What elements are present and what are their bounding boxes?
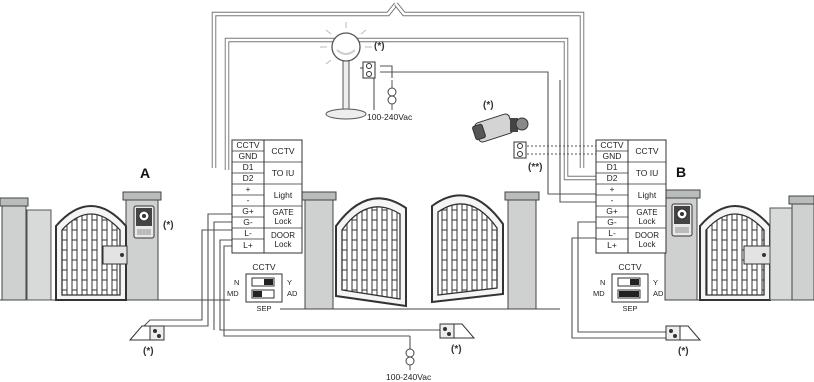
dip-n-a: N bbox=[234, 278, 239, 287]
dip-y-b: Y bbox=[653, 278, 658, 287]
row-lplus-a: L+ bbox=[243, 240, 253, 250]
row-lminus-b: L- bbox=[608, 228, 616, 238]
wiring bbox=[130, 2, 666, 350]
row-lines-b bbox=[596, 150, 666, 240]
supply-label-bottom: 100-240Vac bbox=[386, 372, 432, 382]
terminal-block-a: CCTV GND D1 D2 + - G+ G- L- L+ CCTV TO I… bbox=[231, 139, 303, 254]
row-gminus-b: G- bbox=[607, 217, 617, 227]
dip-title-b: CCTV bbox=[618, 262, 641, 272]
row-minus-b: - bbox=[611, 195, 614, 205]
note-lock-b: (*) bbox=[678, 346, 689, 357]
dip-y-a: Y bbox=[287, 278, 292, 287]
row-gminus-a: G- bbox=[243, 217, 253, 227]
row-gplus-a: G+ bbox=[242, 206, 254, 216]
transformer-bottom-icon bbox=[405, 348, 415, 370]
dip-ad-a: AD bbox=[287, 289, 298, 298]
row-lminus-a: L- bbox=[244, 228, 252, 238]
row-gplus-b: G+ bbox=[606, 206, 618, 216]
group-cctv-b: CCTV bbox=[635, 146, 658, 156]
group-door-lock-b-wrap: DOOR Lock bbox=[635, 231, 659, 249]
gate-center bbox=[301, 191, 540, 310]
note-lock-a: (*) bbox=[143, 346, 154, 357]
row-plus-a: + bbox=[246, 184, 251, 194]
group-door-lock-a-wrap: DOOR Lock bbox=[271, 231, 295, 249]
outdoor-panel-a-icon bbox=[133, 205, 155, 239]
transformer-top-icon bbox=[387, 80, 397, 110]
dip-switch-a: CCTV N MD Y AD SEP bbox=[227, 262, 298, 313]
note-camera-cable: (**) bbox=[528, 162, 542, 173]
group-light-b: Light bbox=[638, 190, 657, 200]
row-cctv-b: CCTV bbox=[600, 140, 623, 150]
lock-a-icon bbox=[128, 325, 165, 341]
row-minus-a: - bbox=[247, 195, 250, 205]
row-d1-a: D1 bbox=[243, 162, 254, 172]
row-d2-a: D2 bbox=[243, 173, 254, 183]
row-d2-b: D2 bbox=[607, 173, 618, 183]
note-panel-a: (*) bbox=[163, 220, 174, 231]
group-gate-lock-a-wrap: GATE Lock bbox=[272, 208, 294, 226]
terminal-block-b: CCTV GND D1 D2 + - G+ G- L- L+ CCTV TO I… bbox=[595, 139, 667, 254]
row-gnd-b: GND bbox=[603, 151, 622, 161]
gate-a bbox=[0, 191, 162, 301]
group-gate-lock-a: GATE Lock bbox=[272, 208, 294, 226]
row-lines-a bbox=[232, 150, 302, 240]
terminal-light-icon bbox=[362, 61, 376, 79]
dip-n-b: N bbox=[600, 278, 605, 287]
row-d1-b: D1 bbox=[607, 162, 618, 172]
group-door-lock-b: DOOR Lock bbox=[635, 231, 659, 249]
row-lplus-b: L+ bbox=[607, 240, 617, 250]
lock-b-icon bbox=[665, 325, 702, 341]
group-light-a: Light bbox=[274, 190, 293, 200]
terminal-camera-icon bbox=[513, 141, 527, 159]
row-cctv-a: CCTV bbox=[236, 140, 259, 150]
group-cctv-a: CCTV bbox=[271, 146, 294, 156]
label-site-b: B bbox=[676, 164, 686, 180]
group-toiu-b: TO IU bbox=[636, 168, 659, 178]
cctv-camera-icon bbox=[472, 113, 529, 143]
dip-md-b: MD bbox=[593, 289, 605, 298]
dip-sep-b: SEP bbox=[622, 304, 637, 313]
dip-title-a: CCTV bbox=[252, 262, 275, 272]
outdoor-panel-b-icon bbox=[671, 203, 693, 237]
row-plus-b: + bbox=[610, 184, 615, 194]
note-light: (*) bbox=[374, 41, 385, 52]
dip-md-a: MD bbox=[227, 289, 239, 298]
dip-ad-b: AD bbox=[653, 289, 664, 298]
group-gate-lock-b: GATE Lock bbox=[636, 208, 658, 226]
group-gate-lock-b-wrap: GATE Lock bbox=[636, 208, 658, 226]
group-door-lock-a: DOOR Lock bbox=[271, 231, 295, 249]
label-site-a: A bbox=[140, 165, 150, 181]
dip-sep-a: SEP bbox=[256, 304, 271, 313]
dip-switch-b: CCTV N MD Y AD SEP bbox=[593, 262, 664, 313]
row-gnd-a: GND bbox=[239, 151, 258, 161]
group-toiu-a: TO IU bbox=[272, 168, 295, 178]
note-camera: (*) bbox=[483, 100, 494, 111]
note-lock-center: (*) bbox=[451, 344, 462, 355]
lock-center-icon bbox=[439, 323, 476, 339]
supply-label-top: 100-240Vac bbox=[367, 112, 413, 122]
light-lamp-icon bbox=[320, 22, 372, 120]
